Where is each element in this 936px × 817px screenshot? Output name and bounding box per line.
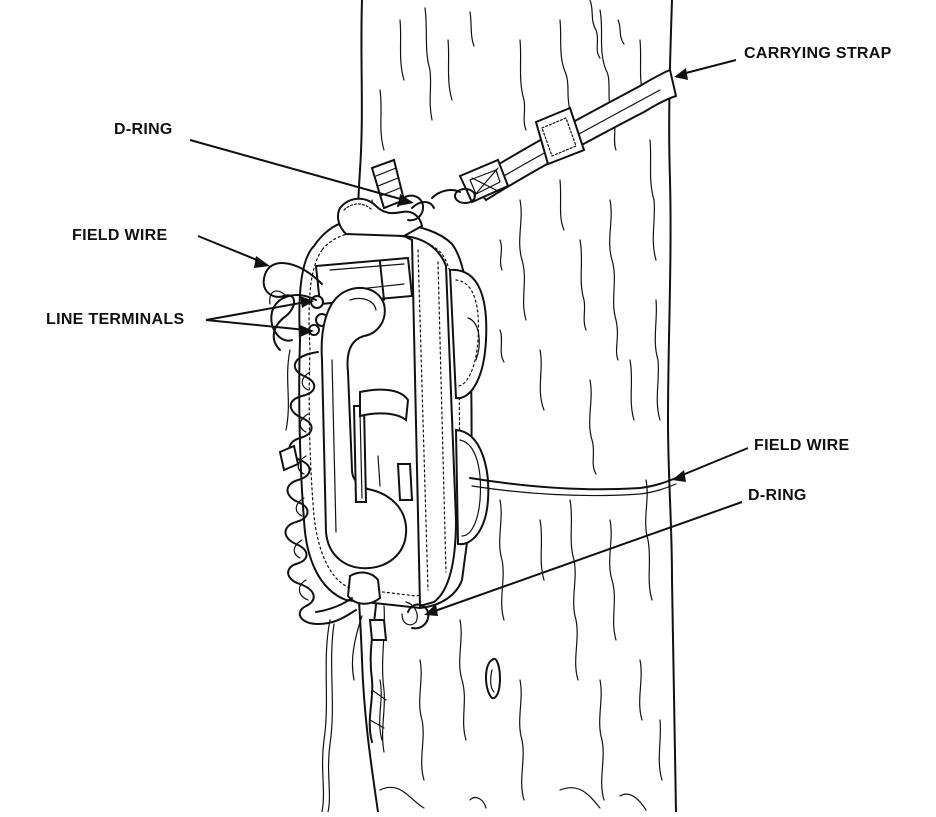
label-carrying-strap: CARRYING STRAP [744, 46, 892, 62]
label-d-ring-bottom: D-RING [748, 488, 807, 504]
label-line-terminals: LINE TERMINALS [46, 312, 184, 328]
label-d-ring-top: D-RING [114, 122, 173, 138]
label-field-wire-right: FIELD WIRE [754, 438, 849, 454]
carrying-strap [372, 70, 676, 208]
label-field-wire-left: FIELD WIRE [72, 228, 167, 244]
telephone-case [299, 199, 488, 625]
